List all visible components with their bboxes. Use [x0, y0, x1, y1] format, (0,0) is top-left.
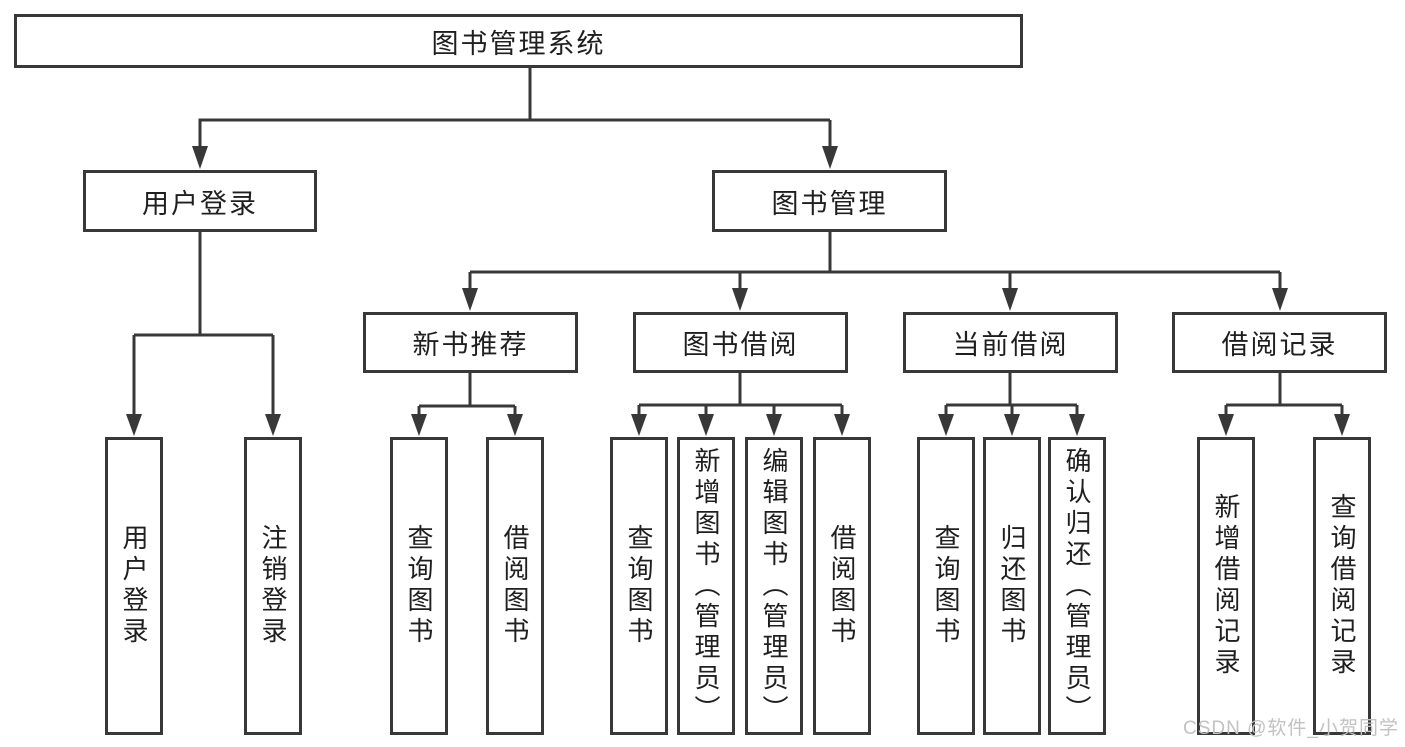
- leaf-record-query-borrow-record: 查询借阅记录: [1313, 437, 1371, 735]
- leaf-user-login-label: 用户登录: [119, 524, 149, 648]
- leaf-logout: 注销登录: [244, 437, 302, 735]
- node-book-borrow: 图书借阅: [633, 312, 848, 373]
- node-user-login: 用户登录: [83, 170, 317, 232]
- arrow-down-icon: [1218, 414, 1234, 436]
- node-new-book-recommend-label: 新书推荐: [412, 330, 529, 360]
- arrow-down-icon: [1334, 414, 1350, 436]
- arrow-down-icon: [631, 414, 647, 436]
- arrow-down-icon: [1069, 414, 1085, 436]
- leaf-borrow-add-book-admin: 新增图书（管理员）: [677, 437, 735, 735]
- leaf-borrow-add-book-admin-label: 新增图书（管理员）: [691, 446, 721, 726]
- leaf-current-query-books: 查询图书: [917, 437, 975, 735]
- leaf-newbook-query-books: 查询图书: [390, 437, 448, 735]
- node-borrow-record: 借阅记录: [1172, 312, 1387, 373]
- leaf-record-add-borrow-record-label: 新增借阅记录: [1211, 493, 1241, 679]
- node-new-book-recommend: 新书推荐: [363, 312, 578, 373]
- arrow-down-icon: [766, 414, 782, 436]
- leaf-borrow-query-books: 查询图书: [610, 437, 668, 735]
- connector-lines: [132, 68, 1344, 415]
- node-borrow-record-label: 借阅记录: [1221, 330, 1338, 360]
- leaf-user-login: 用户登录: [105, 437, 163, 735]
- arrow-down-icon: [265, 414, 281, 436]
- arrow-down-icon: [698, 414, 714, 436]
- leaf-record-add-borrow-record: 新增借阅记录: [1197, 437, 1255, 735]
- arrow-down-icon: [1002, 288, 1018, 311]
- arrow-down-icon: [462, 288, 478, 311]
- arrow-down-icon: [411, 414, 427, 436]
- leaf-newbook-borrow-books: 借阅图书: [486, 437, 544, 735]
- arrow-down-icon: [507, 414, 523, 436]
- node-current-borrow-label: 当前借阅: [952, 330, 1069, 360]
- leaf-borrow-edit-book-admin-label: 编辑图书（管理员）: [759, 446, 789, 726]
- leaf-newbook-query-books-label: 查询图书: [404, 524, 434, 648]
- node-user-login-label: 用户登录: [142, 188, 258, 219]
- leaf-borrow-edit-book-admin: 编辑图书（管理员）: [745, 437, 803, 735]
- leaf-record-query-borrow-record-label: 查询借阅记录: [1327, 493, 1357, 679]
- arrow-down-icon: [938, 414, 954, 436]
- arrow-down-icon: [192, 146, 208, 169]
- leaf-borrow-borrow-books-label: 借阅图书: [827, 524, 857, 648]
- leaf-current-confirm-return-admin-label: 确认归还（管理员）: [1062, 446, 1092, 726]
- node-root: 图书管理系统: [14, 14, 1023, 68]
- arrow-down-icon: [834, 414, 850, 436]
- leaf-newbook-borrow-books-label: 借阅图书: [500, 524, 530, 648]
- leaf-borrow-borrow-books: 借阅图书: [813, 437, 871, 735]
- leaf-current-return-books-label: 归还图书: [997, 524, 1027, 648]
- node-book-borrow-label: 图书借阅: [682, 330, 799, 360]
- leaf-borrow-query-books-label: 查询图书: [624, 524, 654, 648]
- csdn-watermark: CSDN @软件_小贺同学: [1183, 718, 1399, 739]
- leaf-current-query-books-label: 查询图书: [931, 524, 961, 648]
- node-current-borrow: 当前借阅: [903, 312, 1118, 373]
- arrow-down-icon: [822, 146, 838, 169]
- arrow-down-icon: [732, 288, 748, 311]
- arrow-down-icon: [1004, 414, 1020, 436]
- arrow-down-icon: [126, 414, 142, 436]
- node-book-management-label: 图书管理: [771, 188, 888, 219]
- leaf-current-return-books: 归还图书: [983, 437, 1041, 735]
- leaf-current-confirm-return-admin: 确认归还（管理员）: [1048, 437, 1106, 735]
- leaf-logout-label: 注销登录: [258, 524, 288, 648]
- node-book-management: 图书管理: [712, 170, 947, 232]
- arrowheads: [126, 146, 1350, 436]
- node-root-label: 图书管理系统: [431, 28, 606, 59]
- arrow-down-icon: [1272, 288, 1288, 311]
